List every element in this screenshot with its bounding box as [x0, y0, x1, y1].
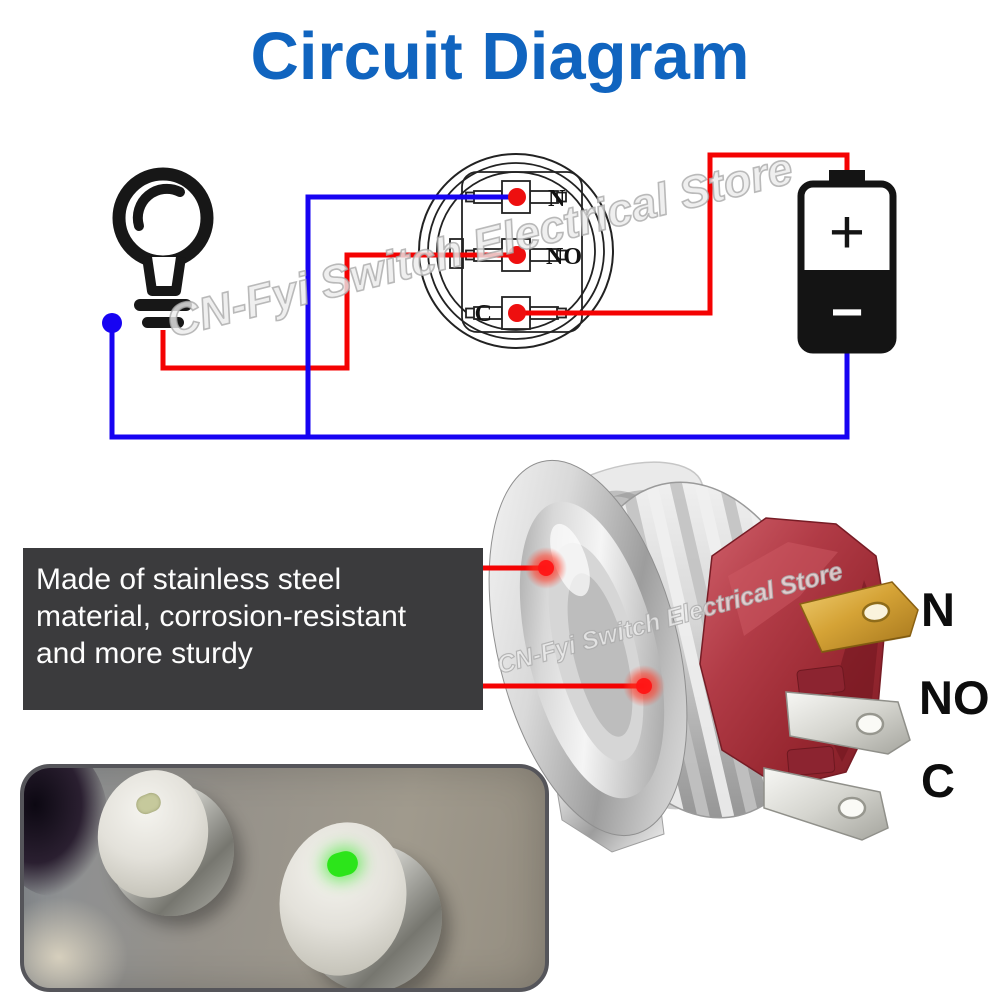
product-terminal-no-boot	[796, 665, 846, 697]
callout-glow-bottom-core	[636, 678, 652, 694]
mounted-buttons-photo	[20, 764, 549, 992]
red-wire-c-to-battery	[521, 152, 850, 316]
page-title: Circuit Diagram	[250, 19, 750, 94]
callout-line-bottom	[466, 683, 644, 689]
feature-info-box: Made of stainless steel material, corros…	[23, 548, 483, 710]
switch-body-outline	[461, 171, 583, 333]
product-terminal-c-blade	[763, 767, 889, 841]
callout-glow-top-core	[538, 560, 554, 576]
light-bulb-icon	[112, 167, 214, 328]
terminal-n-dot	[508, 188, 526, 206]
switch-middle-ring	[427, 162, 605, 340]
info-line-1: Made of stainless steel	[36, 563, 342, 596]
diagram-label-n: N	[548, 186, 566, 212]
photo-light-blob	[24, 892, 134, 988]
battery-minus-symbol: −	[831, 280, 864, 343]
bulb-base-bar-2	[142, 317, 184, 328]
callout-line-top	[470, 565, 546, 571]
blue-wire-bulb-to-battery	[109, 323, 850, 440]
bulb-highlight-arc	[132, 183, 185, 231]
product-label-c: C	[921, 754, 955, 807]
product-label-no: NO	[919, 671, 990, 724]
product-terminal-c-boot	[786, 745, 836, 777]
product-label-n: N	[921, 583, 955, 636]
diagram-label-c: C	[475, 301, 492, 327]
photo-shadow-blob	[24, 768, 108, 896]
battery-negative-half	[801, 270, 893, 350]
callout-annotations	[466, 540, 672, 714]
bulb-neck	[142, 256, 186, 296]
info-line-3: and more sturdy	[36, 637, 253, 670]
info-line-2: material, corrosion-resistant	[36, 600, 407, 633]
battery-plus-symbol: +	[829, 198, 865, 267]
terminal-c-dot	[508, 304, 526, 322]
circuit-wires	[109, 152, 850, 440]
red-wire-bulb-to-no	[160, 252, 517, 371]
battery-icon: + −	[797, 170, 897, 354]
switch-product-photo	[488, 457, 919, 853]
blue-wire-n-branch	[305, 194, 517, 437]
product-terminal-no-blade	[785, 691, 911, 755]
terminal-no-dot	[508, 246, 526, 264]
blue-junction-dot	[102, 313, 122, 333]
diagram-label-no: NO	[546, 244, 582, 270]
product-terminal-n-blade	[798, 581, 919, 653]
bulb-base-bar-1	[134, 299, 192, 311]
